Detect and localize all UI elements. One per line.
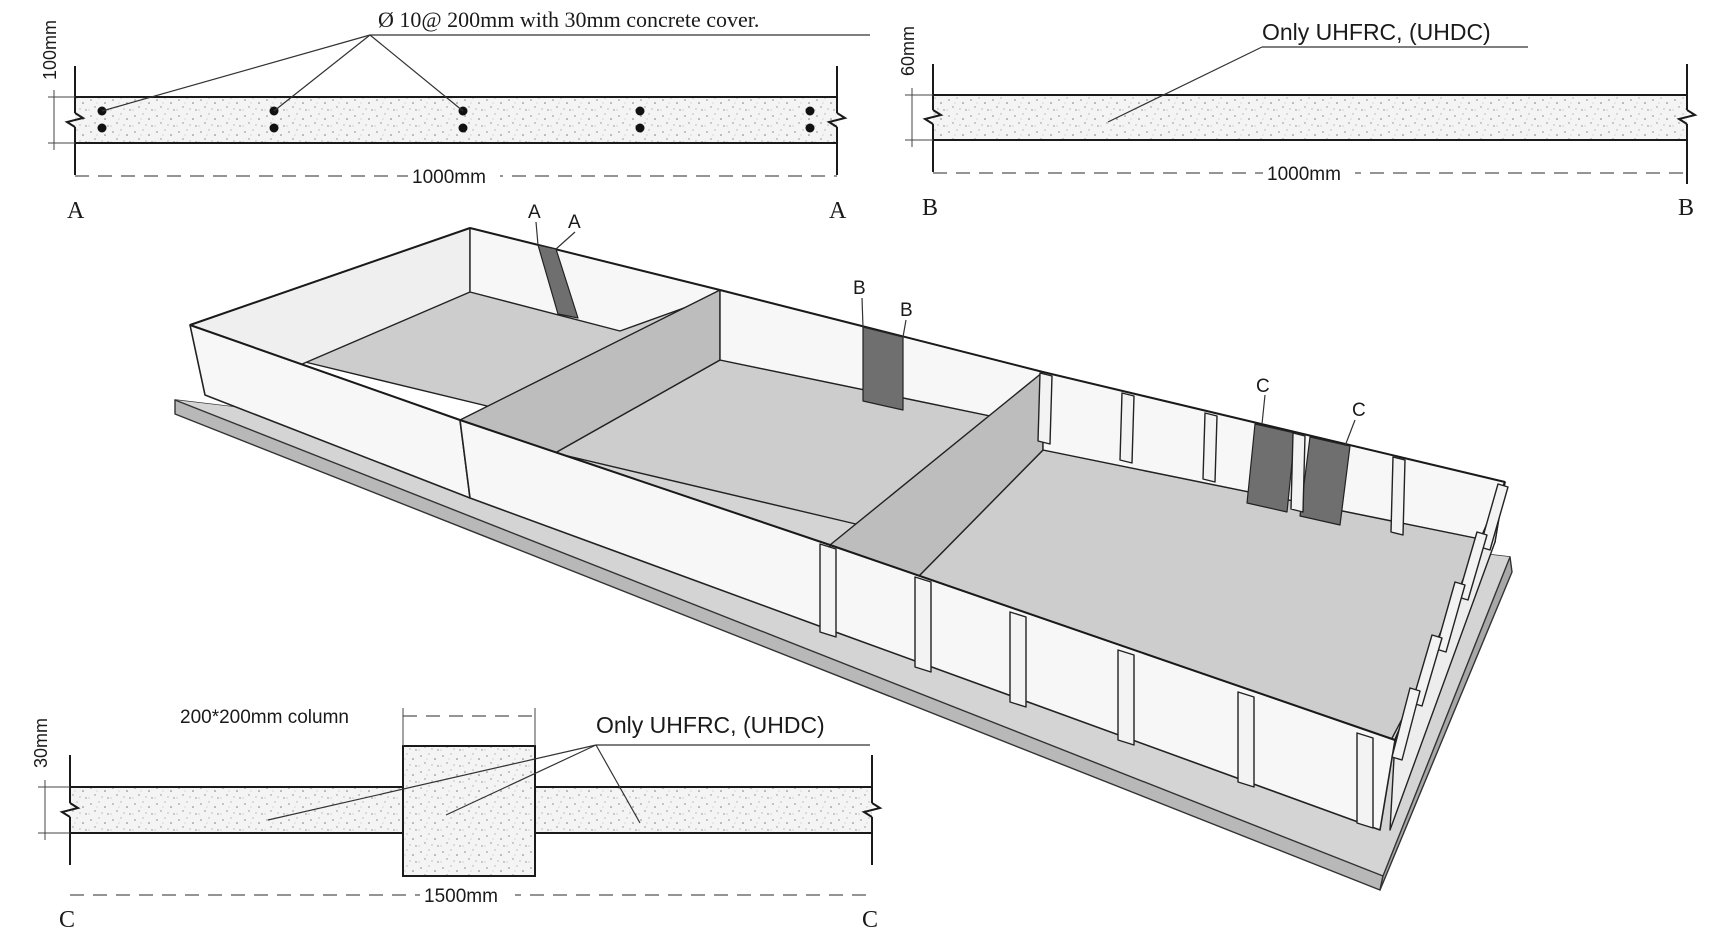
rebar-dots	[97, 106, 815, 133]
iso-marker-a2: A	[568, 212, 581, 233]
break-symbol-left	[59, 802, 81, 818]
columns-back	[1037, 372, 1406, 536]
section-b-label-end: B	[1678, 195, 1694, 221]
iso-marker-b2: B	[900, 300, 913, 321]
cut-section-c-left	[1246, 423, 1296, 513]
section-a-a: Ø 10@ 200mm with 30mm concrete cover. 10…	[40, 7, 870, 224]
rebar-note: Ø 10@ 200mm with 30mm concrete cover.	[378, 7, 759, 32]
cut-section-a	[537, 244, 579, 319]
columns-front	[819, 543, 1374, 829]
section-c-material-note: Only UHFRC, (UHDC)	[596, 712, 825, 738]
section-a-length: 1000mm	[412, 167, 486, 188]
section-b-b: Only UHFRC, (UHDC) 60mm 1000mm B B	[898, 19, 1698, 221]
section-b-height: 60mm	[898, 26, 918, 76]
break-symbol-left	[922, 109, 944, 125]
break-symbol-right	[1676, 109, 1698, 125]
iso-marker-c2: C	[1352, 400, 1366, 421]
section-b-label-start: B	[922, 195, 938, 221]
section-c-c: 200*200mm column Only UHFRC, (UHDC) 30mm…	[31, 707, 883, 933]
base-slab-right-edge	[1379, 556, 1513, 891]
cut-section-b	[862, 326, 904, 411]
section-a-concrete	[75, 97, 837, 143]
section-c-length: 1500mm	[424, 886, 498, 907]
iso-marker-a1: A	[528, 202, 541, 223]
iso-marker-c1: C	[1256, 376, 1270, 397]
break-symbol-left	[64, 112, 86, 128]
columns-right	[1391, 483, 1509, 761]
isometric-reservoir: A A B B C C	[174, 202, 1513, 891]
section-a-height: 100mm	[40, 20, 60, 80]
section-c-label-end: C	[862, 907, 878, 933]
section-a-label-start: A	[67, 198, 85, 224]
break-symbol-right	[861, 802, 883, 818]
column-note: 200*200mm column	[180, 707, 349, 728]
break-symbol-right	[826, 112, 848, 128]
section-c-label-start: C	[59, 907, 75, 933]
section-b-material-note: Only UHFRC, (UHDC)	[1262, 19, 1491, 45]
section-b-concrete	[933, 95, 1687, 140]
column-section	[402, 745, 536, 877]
iso-marker-b1: B	[853, 278, 866, 299]
section-c-height: 30mm	[31, 718, 51, 768]
section-a-label-end: A	[829, 198, 847, 224]
section-b-length: 1000mm	[1267, 164, 1341, 185]
